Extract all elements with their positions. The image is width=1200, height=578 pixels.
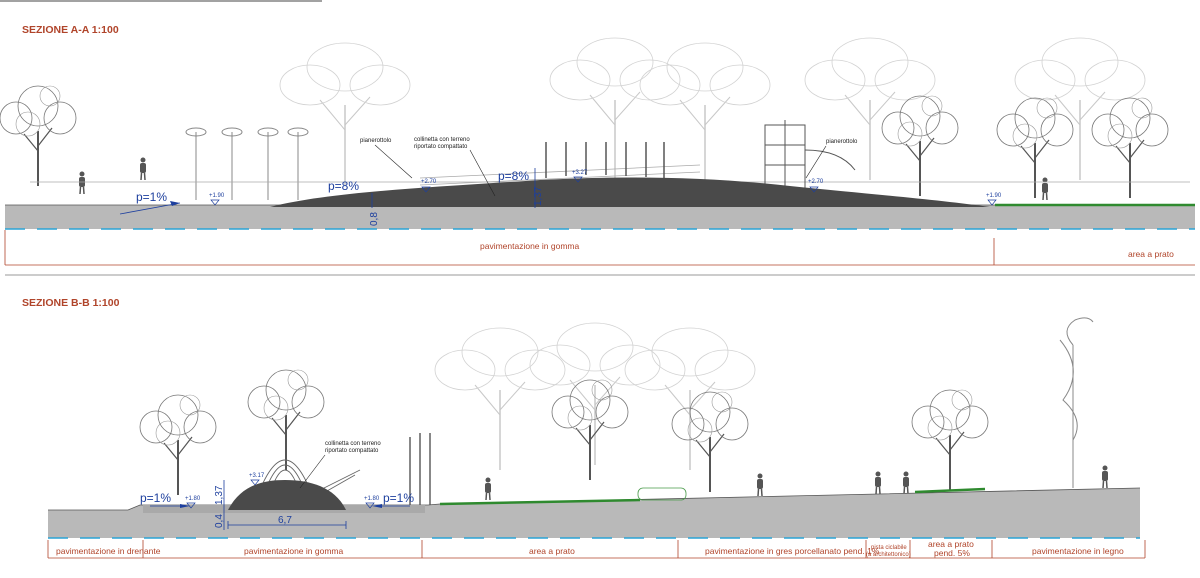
- slope-label: p=1%: [140, 491, 171, 505]
- grass-strip: [439, 498, 641, 506]
- person-figure: [902, 470, 910, 495]
- elevation-marker: +3.27: [572, 170, 588, 176]
- zone-label: pavimentazione in gomma: [480, 241, 579, 251]
- zone-label: pend. 5%: [934, 548, 970, 558]
- street-lamp: [1059, 317, 1094, 488]
- person-figure: [756, 472, 764, 497]
- elevation-marker: +1.80: [364, 496, 380, 502]
- zone-label: pavimentazione in gomma: [244, 546, 343, 556]
- annotation: collinetta con terreno: [325, 441, 381, 447]
- play-posts: [545, 142, 665, 178]
- annotation: riportato compattato: [414, 144, 468, 150]
- slope-label: p=1%: [383, 491, 414, 505]
- person-figure: [874, 470, 882, 495]
- slope-label: p=8%: [498, 169, 529, 183]
- elevation-marker: +1.90: [209, 193, 225, 199]
- zone-label: pavimentazione in gres porcellanato pend…: [705, 546, 880, 556]
- elevation-marker: +1.80: [185, 496, 201, 502]
- person-figure: [78, 170, 86, 195]
- zone-label: pavimentazione in drenante: [56, 546, 161, 556]
- zone-label: area a prato: [928, 539, 974, 549]
- zone-label: (a architettonico): [866, 552, 911, 558]
- annotation: pianerottolo: [360, 138, 392, 144]
- zone-strip-a: pavimentazione in gomma area a prato: [4, 230, 1195, 266]
- zone-label: area a prato: [529, 546, 575, 556]
- background-trees: [279, 37, 1146, 186]
- zone-label: area a prato: [1128, 249, 1174, 259]
- ground-band: [48, 488, 1140, 538]
- ground-band: [5, 205, 1195, 229]
- person-figure: [1041, 176, 1049, 201]
- zone-strip-b: pavimentazione in drenante pavimentazion…: [47, 539, 1146, 559]
- elevation-marker: +2.70: [421, 179, 437, 185]
- dimension-label: 0,8: [369, 212, 380, 226]
- section-a-title: SEZIONE A-A 1:100: [22, 24, 119, 36]
- person-figure: [484, 476, 492, 501]
- play-posts: [409, 433, 431, 505]
- hill-mound: [228, 480, 346, 510]
- dimension-label: 6,7: [278, 515, 292, 526]
- annotation: collinetta con terreno: [414, 137, 470, 143]
- person-figure: [139, 156, 147, 181]
- slope-label: p=8%: [328, 179, 359, 193]
- slope-label: p=1%: [136, 190, 167, 204]
- annotation: riportato compattato: [325, 448, 379, 454]
- section-b-title: SEZIONE B-B 1:100: [22, 297, 120, 309]
- elevation-marker: +3.17: [249, 473, 265, 479]
- light-poles: [185, 127, 309, 200]
- grass-strip: [914, 487, 986, 494]
- section-b: SEZIONE B-B 1:100: [22, 297, 1146, 559]
- hill-mound: [270, 177, 990, 207]
- dimension-label: 0,4: [214, 514, 225, 528]
- background-trees: [434, 322, 756, 471]
- annotation: pianerottolo: [826, 139, 858, 145]
- section-a: SEZIONE A-A 1:100: [0, 0, 1195, 276]
- dimension-label: 1,37: [214, 485, 225, 505]
- dimension-label: 1,37: [533, 186, 544, 206]
- elevation-marker: +2.70: [808, 179, 824, 185]
- person-figure: [1101, 464, 1109, 489]
- zone-label: pavimentazione in legno: [1032, 546, 1124, 556]
- elevation-marker: +1.90: [986, 193, 1002, 199]
- zone-label: pista ciclabile: [871, 545, 907, 551]
- foreground-trees: [139, 369, 989, 496]
